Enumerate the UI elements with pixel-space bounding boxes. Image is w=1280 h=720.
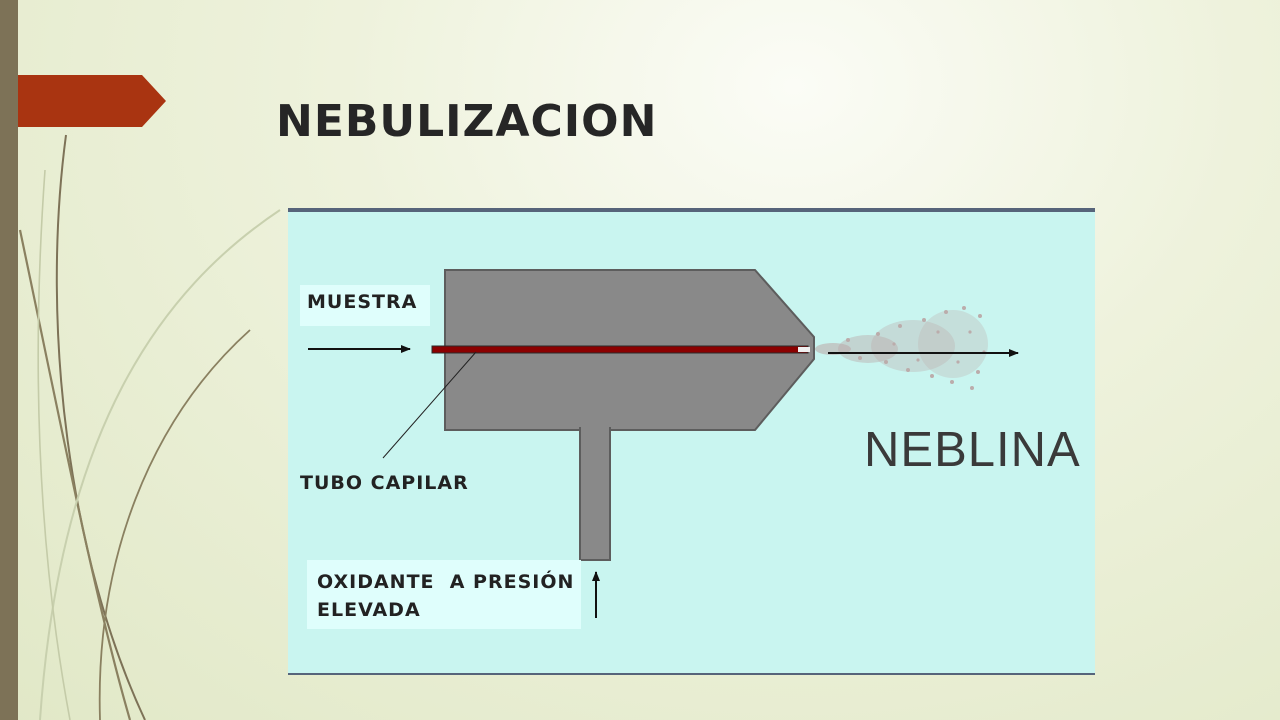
oxidant-label-line1: OXIDANTE A PRESIÓN [317, 571, 575, 593]
oxidant-label: OXIDANTE A PRESIÓN ELEVADA [307, 560, 581, 629]
left-decor-strip [0, 0, 18, 720]
title-accent-tab [18, 75, 166, 127]
sample-label: MUESTRA [300, 285, 430, 326]
mist-spray [815, 306, 988, 390]
capillary-tube-label: TUBO CAPILAR [300, 472, 469, 494]
mist-label: NEBLINA [864, 423, 1081, 477]
nebulizer-diagram: MUESTRA TUBO CAPILAR OXIDANTE A PRESIÓN … [288, 208, 1095, 675]
gas-inlet-tube [579, 427, 611, 561]
nebulizer-drawing [308, 269, 1019, 618]
slide-title: NEBULIZACION [276, 96, 658, 147]
oxidant-label-line2: ELEVADA [317, 599, 421, 621]
capillary-tube [431, 345, 809, 354]
decorative-curves [18, 134, 281, 720]
capillary-pointer [382, 351, 477, 459]
